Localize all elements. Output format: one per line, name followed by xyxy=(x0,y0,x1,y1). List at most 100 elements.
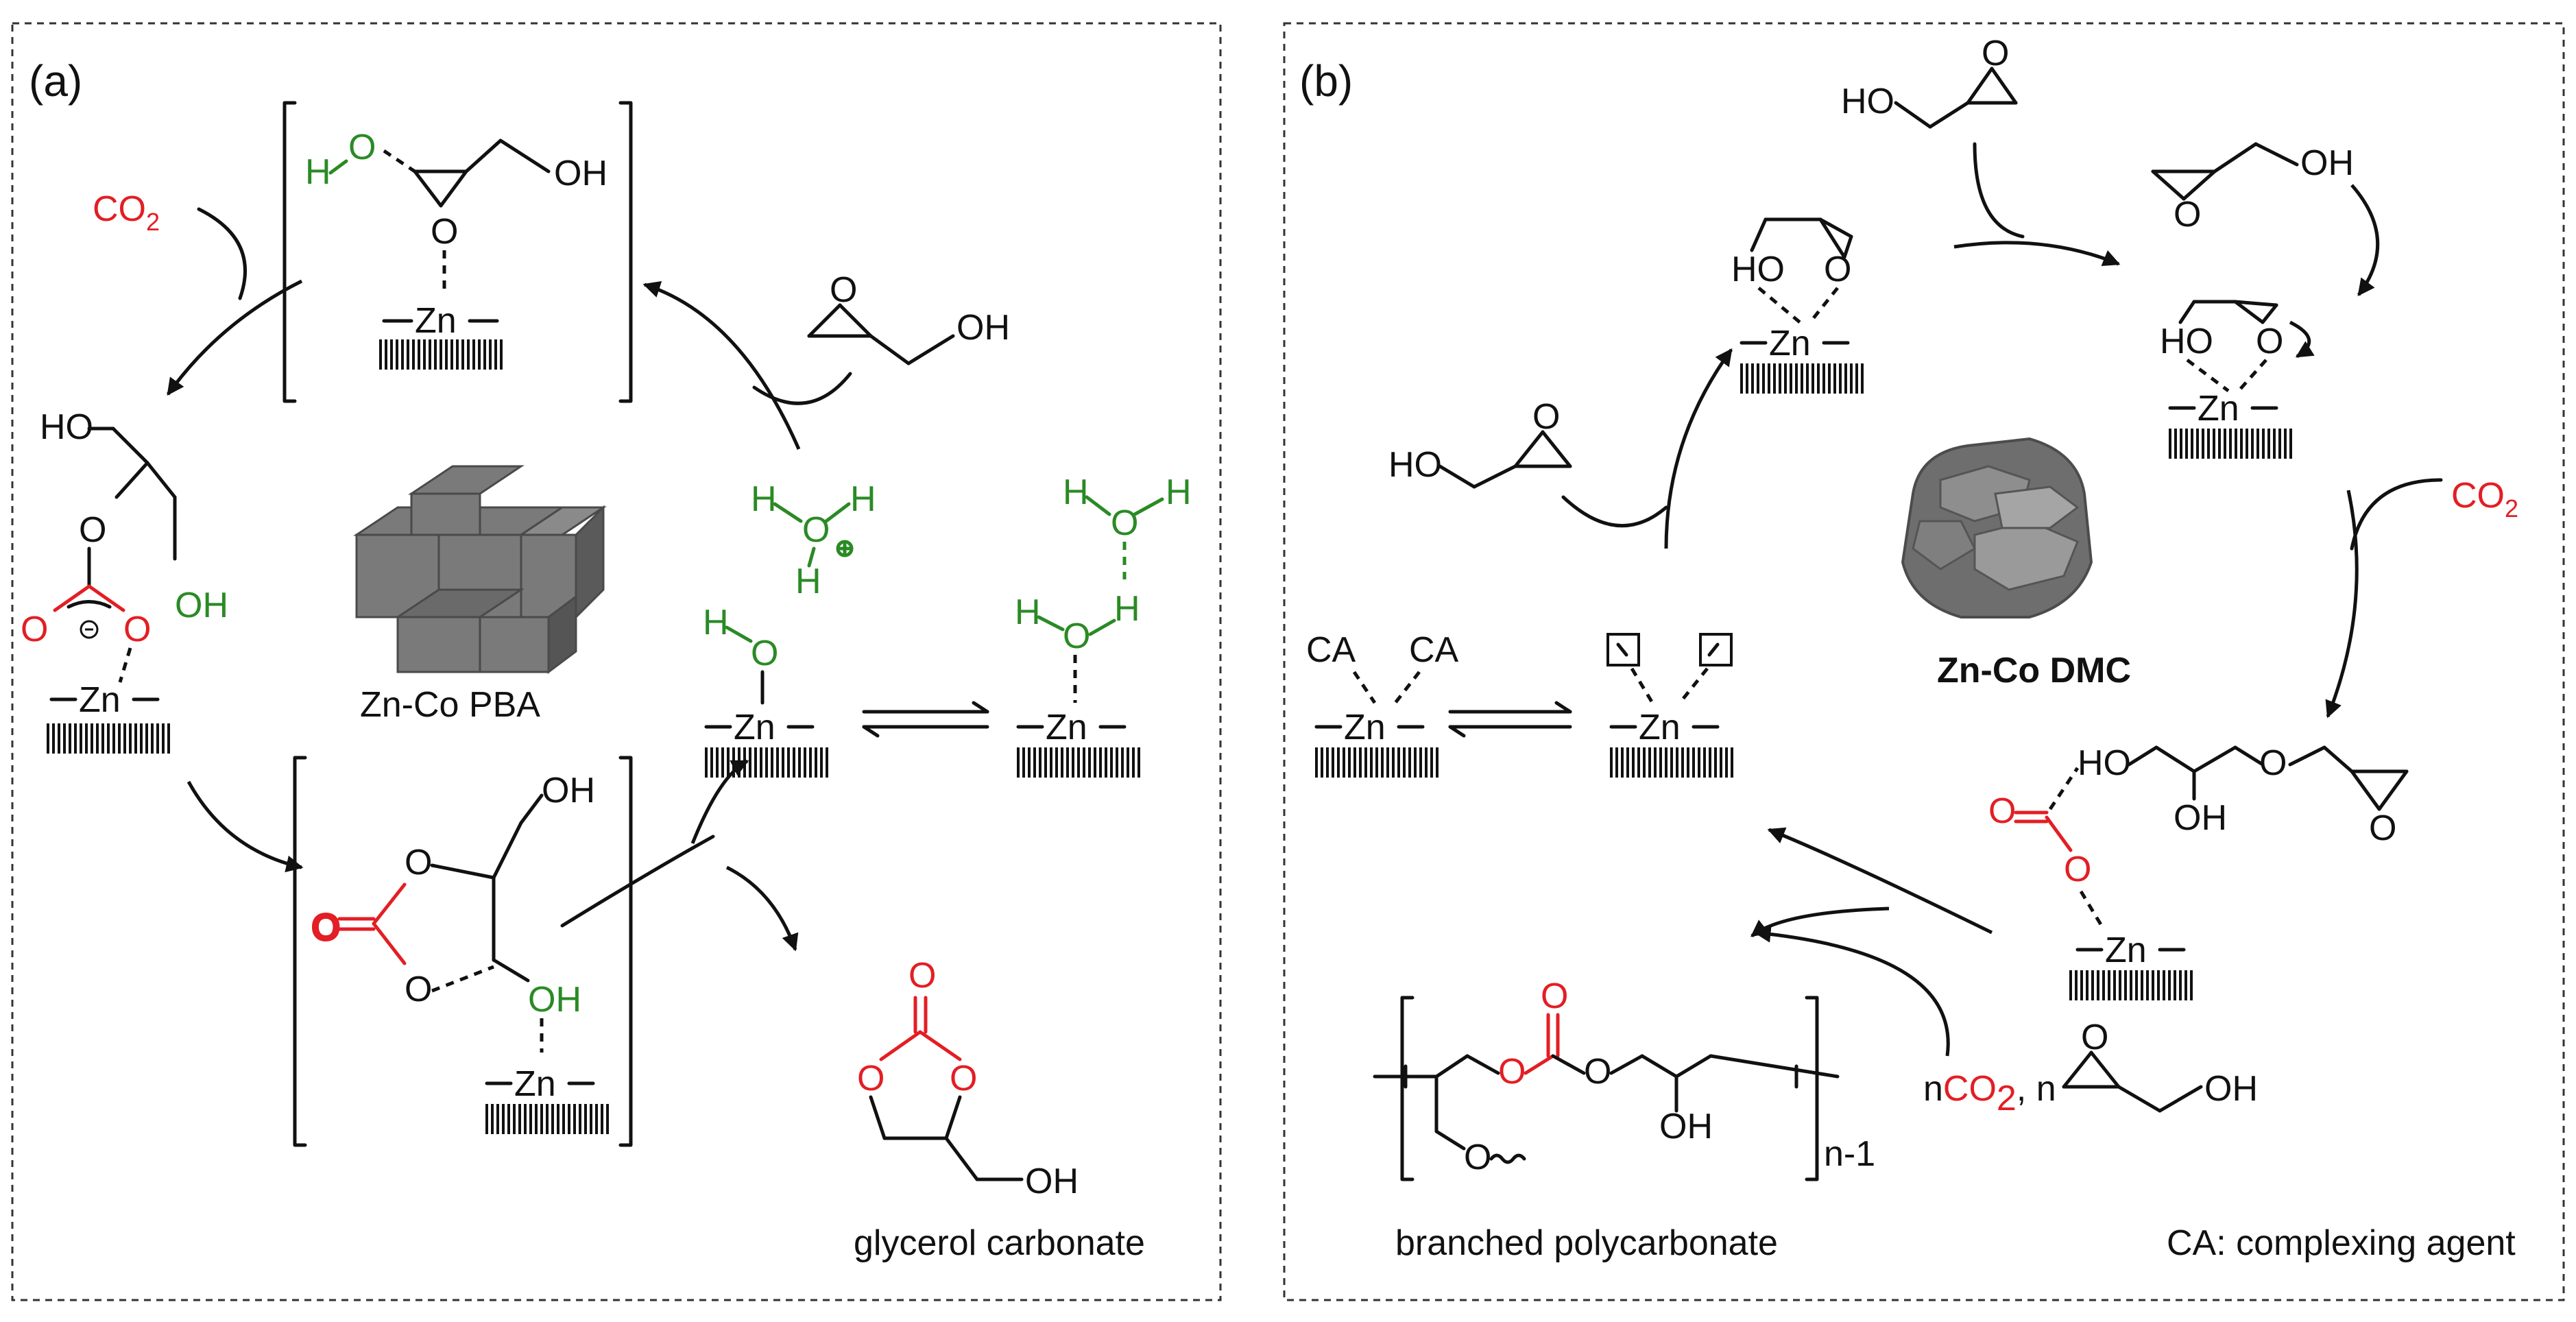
svg-text:O: O xyxy=(1824,250,1851,289)
glycidol-arrow-a xyxy=(752,372,852,405)
svg-text:H: H xyxy=(1166,472,1192,512)
svg-text:OH: OH xyxy=(175,586,228,625)
nucleophilic-attack-arrow-b xyxy=(2350,184,2380,297)
glycidol-arrow-b-left xyxy=(1561,495,1668,528)
product-release-arrow-a xyxy=(560,834,715,928)
svg-text:Zn: Zn xyxy=(1639,708,1681,747)
svg-text:O: O xyxy=(21,610,48,649)
vacant-site-zn: Zn xyxy=(1606,633,1733,779)
svg-text:O: O xyxy=(2259,743,2287,783)
svg-text:OH: OH xyxy=(956,308,1010,348)
svg-text:O: O xyxy=(2256,322,2283,361)
cycle-arrow-a-top xyxy=(642,280,801,450)
equilibrium-arrows-b xyxy=(1448,701,1572,738)
svg-text:HO: HO xyxy=(1841,82,1894,121)
equilibrium-arrows-a xyxy=(862,701,989,738)
svg-text:Zn: Zn xyxy=(79,680,121,720)
chelated-glycidol-zn-right: HO O Zn xyxy=(2160,300,2315,460)
glycidol-b-feed: O OH xyxy=(2062,1018,2258,1113)
svg-text:Zn: Zn xyxy=(415,301,457,341)
monomer-feed: nCO2, n xyxy=(1923,1069,2056,1118)
panel-a-label: (a) xyxy=(29,56,82,106)
svg-text:OH: OH xyxy=(1025,1162,1079,1201)
cycle-arrow-b-right xyxy=(2325,490,2359,719)
svg-text:Zn: Zn xyxy=(1344,708,1386,747)
carbonate-alkoxide-zn: HO OH O O O O Zn xyxy=(1988,743,2409,1002)
svg-text:O: O xyxy=(1532,397,1560,437)
glycidol-a: O OH xyxy=(807,270,1010,365)
svg-text:O: O xyxy=(1584,1052,1611,1092)
catalyst-label-b: Zn-Co DMC xyxy=(1937,651,2131,690)
svg-text:OH: OH xyxy=(2300,143,2354,183)
zn-water-complex: H O H H O H Zn xyxy=(1015,472,1192,779)
svg-text:O: O xyxy=(348,128,376,167)
cyclic-carbonate-zn-intermediate: O O O OH OH Zn xyxy=(293,756,633,1147)
glycidol-b-left: HO O xyxy=(1388,397,1572,489)
svg-text:H: H xyxy=(305,152,331,192)
polycarbonate-repeat-unit: O O O O OH n-1 xyxy=(1373,976,1875,1181)
ca-zn-complex: CA CA Zn xyxy=(1306,630,1459,779)
zn-hydroxide: H O Zn xyxy=(703,603,828,779)
svg-text:HO: HO xyxy=(2078,743,2131,783)
product-arrow-a xyxy=(725,865,799,952)
svg-text:CA: CA xyxy=(1306,630,1356,670)
svg-text:O: O xyxy=(1982,34,2009,73)
svg-text:O: O xyxy=(1988,791,2016,831)
svg-text:O: O xyxy=(79,510,106,550)
svg-text:OH: OH xyxy=(2204,1069,2258,1109)
svg-text:O: O xyxy=(2081,1018,2108,1057)
cycle-arrow-b-left xyxy=(1664,348,1733,549)
svg-text:Zn: Zn xyxy=(2105,930,2147,970)
svg-text:O: O xyxy=(405,970,432,1009)
svg-text:HO: HO xyxy=(1388,445,1442,485)
svg-text:HO: HO xyxy=(40,407,93,447)
cube-cluster-icon xyxy=(353,465,607,674)
glycerol-carbonate-structure: O O O OH xyxy=(857,956,1079,1201)
svg-text:O: O xyxy=(312,908,339,948)
panel-b-frame xyxy=(1283,22,2565,1301)
cycle-arrow-a-down xyxy=(186,780,304,873)
svg-text:O: O xyxy=(908,956,936,996)
co2-addition-arrow-a xyxy=(197,207,247,300)
svg-text:O: O xyxy=(2174,195,2201,235)
glycidol-arrow-b xyxy=(1973,142,2025,239)
svg-text:Zn: Zn xyxy=(514,1064,556,1104)
svg-text:OH: OH xyxy=(554,154,607,193)
svg-text:O: O xyxy=(405,843,432,882)
svg-text:O: O xyxy=(802,510,830,550)
svg-text:H: H xyxy=(1114,589,1140,629)
cycle-arrow-b-bottom xyxy=(1750,906,1890,937)
svg-text:H: H xyxy=(850,479,876,519)
svg-text:O: O xyxy=(1464,1138,1491,1177)
svg-text:H: H xyxy=(795,562,821,601)
glycidol-b-right: O OH xyxy=(2151,142,2354,235)
svg-text:O: O xyxy=(830,270,857,310)
panel-a-frame xyxy=(11,22,1222,1301)
svg-text:OH: OH xyxy=(528,980,581,1020)
svg-text:O: O xyxy=(431,212,458,252)
svg-text:H: H xyxy=(703,603,729,642)
cycle-arrow-b-top xyxy=(1953,241,2121,267)
svg-text:Zn: Zn xyxy=(1769,324,1811,363)
propagation-arrow-b xyxy=(1767,827,1993,935)
svg-text:H: H xyxy=(751,479,777,519)
platelet-cluster-icon xyxy=(1901,437,2093,618)
svg-text:HO: HO xyxy=(2160,322,2213,361)
polymer-formation-arrow-b xyxy=(1753,925,1950,1057)
product-label-b: branched polycarbonate xyxy=(1395,1223,1778,1263)
carbonate-zn-intermediate: HO O OH O O Zn xyxy=(21,407,228,755)
cycle-arrow-a-right xyxy=(690,759,749,844)
svg-text:OH: OH xyxy=(1659,1107,1713,1146)
chelated-glycidol-zn-left: HO O Zn xyxy=(1731,217,1864,395)
co2-addition-arrow-b xyxy=(2350,478,2443,551)
svg-text:Zn: Zn xyxy=(734,708,775,747)
svg-text:O: O xyxy=(857,1059,884,1098)
cycle-arrow-a-left xyxy=(166,279,303,396)
svg-text:n-1: n-1 xyxy=(1824,1134,1875,1174)
svg-text:O: O xyxy=(1063,616,1090,656)
svg-text:Zn: Zn xyxy=(2198,389,2239,429)
svg-text:OH: OH xyxy=(2174,798,2227,838)
svg-text:OH: OH xyxy=(542,771,595,810)
glycidol-b-top: HO O xyxy=(1841,34,2018,129)
